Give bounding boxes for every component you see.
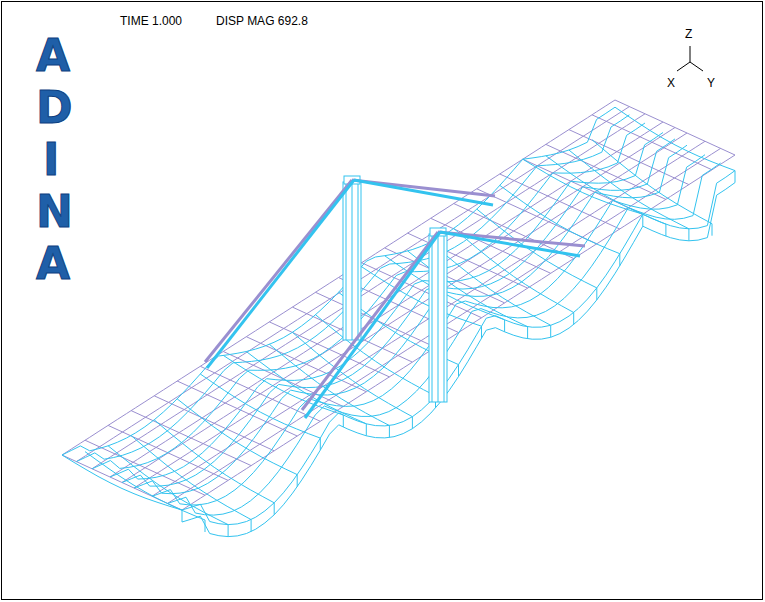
mesh-line [92,123,645,469]
mesh-line [292,332,412,428]
mesh-line [177,399,297,487]
mesh-line [200,366,320,421]
software-logo: ADINA [36,30,67,290]
mesh-line [152,155,705,505]
mesh-line [316,315,436,408]
mesh-line [362,267,482,339]
mesh-line [62,107,615,455]
magnification-label: DISP MAG 692.8 [216,14,308,28]
deformed-mesh [62,107,735,536]
pylon-line [432,234,433,402]
mesh-line [182,171,735,525]
mesh-line [408,251,528,339]
mesh-line [85,452,205,532]
undeformed-mesh [62,100,735,510]
mesh-line [110,122,663,477]
axis-triad [677,46,703,71]
mesh-line [76,115,629,462]
mesh-line [269,322,389,377]
mesh-line [246,352,366,436]
axis-label: Z [685,27,692,41]
mesh-line [431,242,551,337]
pylon-line [346,182,347,340]
mesh-line [134,145,687,494]
mesh-line [110,133,663,480]
mesh-line [615,107,735,182]
pylon-line [438,234,439,402]
mesh-line [454,204,574,259]
mesh-line [569,130,689,185]
time-label: TIME 1.000 [120,14,182,28]
mesh-line [246,337,366,392]
pylon-line [444,234,445,402]
stay-cable [205,180,352,362]
pylon [429,234,447,402]
mesh-line [408,233,528,288]
mesh-line [182,183,735,537]
stay-cable [302,232,438,410]
mesh-line [62,100,615,455]
mesh-line [592,115,712,170]
mesh-line [569,150,689,241]
mesh-line [154,420,274,515]
mesh-line [168,148,721,503]
axis-label: X [667,76,675,90]
pylon [343,182,361,340]
mesh-line [108,446,228,537]
mesh-line [500,174,620,229]
stay-cable [440,232,580,256]
mesh-line [85,440,205,495]
mesh-line [76,107,629,462]
stay-cable [354,180,493,205]
stay-cable [305,232,440,418]
stay-cable [207,180,354,368]
pylon-line [352,182,353,340]
mesh-line [168,163,721,515]
pylon-line [358,182,359,340]
mesh-line [546,156,666,236]
mesh-line [615,100,735,155]
mesh-line [122,139,675,486]
cables [205,180,585,418]
mesh-line [200,374,320,450]
axis-label: Y [707,76,715,90]
mesh-line [134,133,687,488]
mesh-line [152,141,705,496]
mesh-line [431,218,551,273]
